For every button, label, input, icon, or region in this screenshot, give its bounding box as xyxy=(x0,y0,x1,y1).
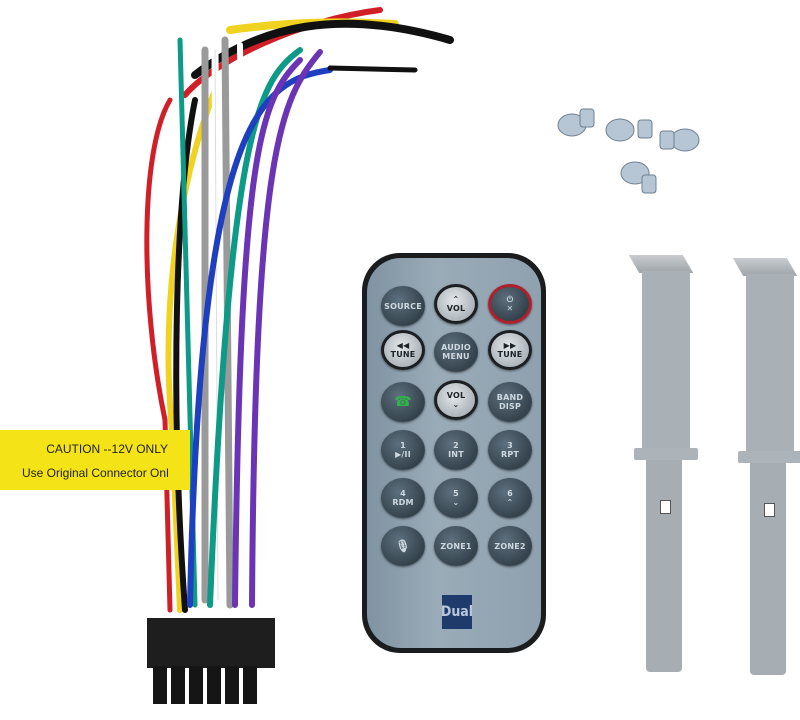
power-mute-button[interactable]: ⏻✕ xyxy=(488,284,532,324)
vol-down-button[interactable]: VOL⌄ xyxy=(434,380,478,420)
wiring-connector xyxy=(147,618,275,704)
microphone-icon: 🎙 xyxy=(395,538,411,553)
microphone-button[interactable]: 🎙 xyxy=(381,526,425,566)
caution-label: CAUTION --12V ONLY Use Original Connecto… xyxy=(0,430,190,490)
source-button[interactable]: SOURCE xyxy=(381,286,425,326)
removal-key-right xyxy=(732,258,800,678)
tune-forward-button[interactable]: ▶▶TUNE xyxy=(488,330,532,370)
tune-back-button[interactable]: ◀◀TUNE xyxy=(381,330,425,370)
button-1-play-pause[interactable]: 1▶/II xyxy=(381,430,425,470)
connector-note-text: Use Original Connector Onl xyxy=(22,466,168,480)
screws xyxy=(557,108,700,194)
dual-logo: Dual xyxy=(441,595,473,629)
zone2-button[interactable]: ZONE2 xyxy=(488,526,532,566)
chevron-down-icon: ⌄ xyxy=(452,400,460,409)
folder-up-icon: ⌃ xyxy=(506,498,514,507)
zone1-button[interactable]: ZONE1 xyxy=(434,526,478,566)
chevron-up-icon: ⌃ xyxy=(452,295,460,304)
fast-forward-icon: ▶▶ xyxy=(503,341,517,350)
removal-key-left xyxy=(628,255,698,675)
button-5-folder-down[interactable]: 5⌄ xyxy=(434,478,478,518)
button-6-folder-up[interactable]: 6⌃ xyxy=(488,478,532,518)
caution-text: CAUTION --12V ONLY xyxy=(46,442,168,456)
power-icon: ⏻ xyxy=(506,295,514,304)
rewind-icon: ◀◀ xyxy=(396,341,410,350)
vol-up-button[interactable]: ⌃VOL xyxy=(434,284,478,324)
mute-icon: ✕ xyxy=(506,304,514,313)
folder-down-icon: ⌄ xyxy=(452,498,460,507)
phone-icon: ☎ xyxy=(394,393,412,410)
phone-button[interactable]: ☎ xyxy=(381,382,425,422)
